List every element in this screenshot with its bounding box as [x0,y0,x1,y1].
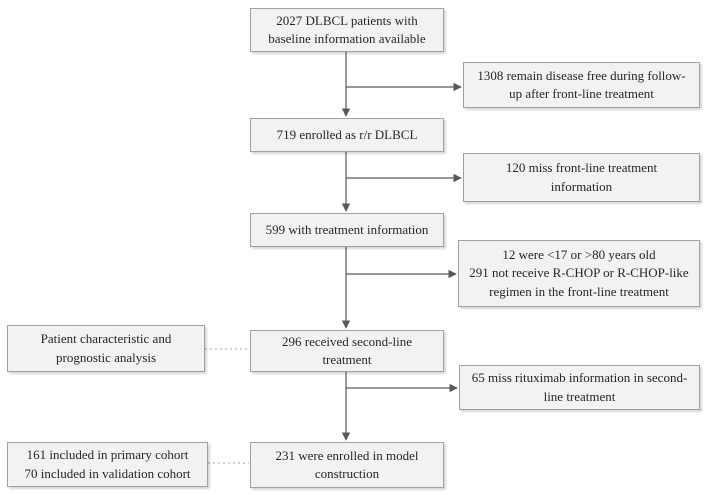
box-treatment-info: 599 with treatment information [250,213,444,247]
box-note-analysis: Patient characteristic and prognostic an… [7,325,205,372]
box-baseline-patients: 2027 DLBCL patients with baseline inform… [250,8,444,52]
box-excl-age-regimen: 12 were <17 or >80 years old 291 not rec… [458,240,700,307]
box-excl-miss-rituximab: 65 miss rituximab information in second-… [459,365,700,410]
box-second-line: 296 received second-line treatment [250,330,444,372]
box-note-cohorts: 161 included in primary cohort 70 includ… [7,442,208,487]
box-excl-miss-frontline: 120 miss front-line treatment informatio… [463,153,700,202]
box-rr-dlbcl: 719 enrolled as r/r DLBCL [250,118,444,152]
box-model-construction: 231 were enrolled in model construction [250,442,444,488]
box-excl-disease-free: 1308 remain disease free during follow- … [463,62,700,108]
